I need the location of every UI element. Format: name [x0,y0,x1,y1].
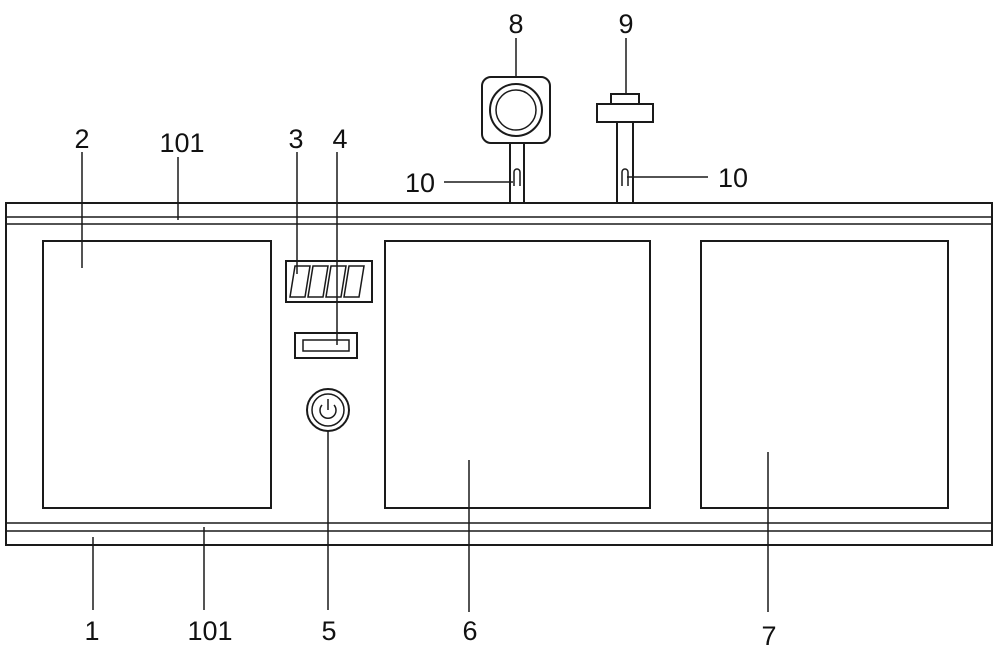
display-digit-3 [325,265,347,298]
label-4: 4 [332,124,347,154]
panel-7 [700,240,949,509]
label-10-right: 10 [718,163,748,193]
label-2: 2 [74,124,89,154]
label-7: 7 [761,621,776,651]
sensor-8-stem-detail [513,168,521,186]
component-9-stem [616,119,634,204]
sensor-8-lens [495,89,537,131]
sensor-8-ring [489,83,543,137]
label-101-top: 101 [159,128,204,158]
sensor-8 [481,76,551,204]
sensor-8-housing [481,76,551,144]
digital-display [285,260,373,303]
panel-2 [42,240,272,509]
power-button-inner [311,393,345,427]
leader-lines [81,38,769,612]
label-101-bottom: 101 [187,616,232,646]
sensor-8-stem [509,142,525,204]
component-9 [596,93,654,204]
component-9-cap [596,103,654,123]
label-8: 8 [508,9,523,39]
housing-outline [5,202,993,546]
label-1: 1 [84,616,99,646]
power-button [306,388,350,432]
usb-port-outline [294,332,358,359]
panel-6 [384,240,651,509]
housing [5,202,993,546]
label-9: 9 [618,9,633,39]
display-digit-2 [307,265,329,298]
display-frame [285,260,373,303]
label-10-left: 10 [405,168,435,198]
reference-labels: 2 101 3 4 8 9 10 10 1 101 5 6 7 [74,9,776,651]
usb-port-slot [302,339,350,352]
usb-port [294,332,358,359]
label-3: 3 [288,124,303,154]
display-digit-1 [289,265,311,298]
label-5: 5 [321,616,336,646]
label-6: 6 [462,616,477,646]
component-9-top [610,93,640,105]
display-digit-4 [343,265,365,298]
component-9-stem-detail [621,168,629,186]
power-icon [319,404,337,420]
